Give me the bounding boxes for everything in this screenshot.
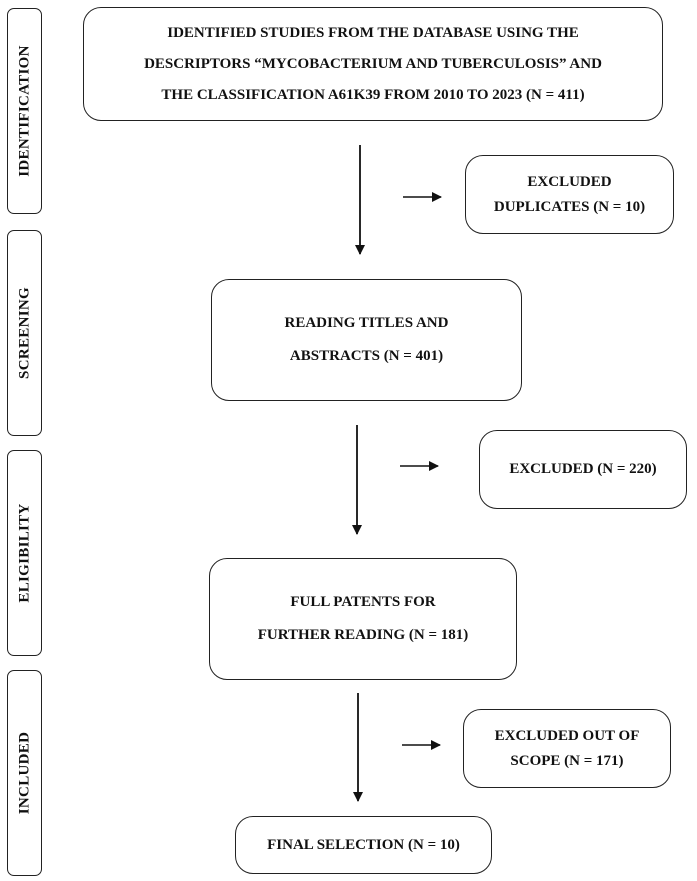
excluded-duplicates-line-1: EXCLUDED bbox=[527, 173, 612, 190]
screening-box: READING TITLES AND ABSTRACTS (N = 401) bbox=[211, 279, 522, 401]
identified-studies-line-3: THE CLASSIFICATION A61K39 FROM 2010 TO 2… bbox=[161, 86, 585, 103]
identified-studies-line-1: IDENTIFIED STUDIES FROM THE DATABASE USI… bbox=[167, 24, 579, 41]
excluded-duplicates-box: EXCLUDED DUPLICATES (N = 10) bbox=[465, 155, 674, 234]
stage-tab-eligibility: ELIGIBILITY bbox=[7, 450, 42, 656]
stage-tab-screening: SCREENING bbox=[7, 230, 42, 436]
identified-studies-box: IDENTIFIED STUDIES FROM THE DATABASE USI… bbox=[83, 7, 663, 121]
stage-tab-identification: IDENTIFICATION bbox=[7, 8, 42, 214]
excluded-scope-line-1: EXCLUDED OUT OF bbox=[494, 727, 640, 744]
final-selection-box: FINAL SELECTION (N = 10) bbox=[235, 816, 492, 874]
excluded-screening-box: EXCLUDED (N = 220) bbox=[479, 430, 687, 509]
excluded-duplicates-line-2: DUPLICATES (N = 10) bbox=[493, 198, 646, 215]
full-patents-line-1: FULL PATENTS FOR bbox=[290, 594, 436, 610]
screening-line-2: ABSTRACTS (N = 401) bbox=[289, 348, 444, 364]
screening-line-1: READING TITLES AND bbox=[284, 315, 449, 331]
full-patents-line-2: FURTHER READING (N = 181) bbox=[257, 627, 469, 643]
stage-tab-included: INCLUDED bbox=[7, 670, 42, 876]
final-selection-line-1: FINAL SELECTION (N = 10) bbox=[267, 836, 460, 853]
excluded-screening-line-1: EXCLUDED (N = 220) bbox=[509, 461, 657, 477]
excluded-scope-box: EXCLUDED OUT OF SCOPE (N = 171) bbox=[463, 709, 671, 788]
full-patents-box: FULL PATENTS FOR FURTHER READING (N = 18… bbox=[209, 558, 517, 680]
identified-studies-line-2: DESCRIPTORS “MYCOBACTERIUM AND TUBERCULO… bbox=[144, 55, 602, 72]
excluded-scope-line-2: SCOPE (N = 171) bbox=[510, 752, 624, 769]
